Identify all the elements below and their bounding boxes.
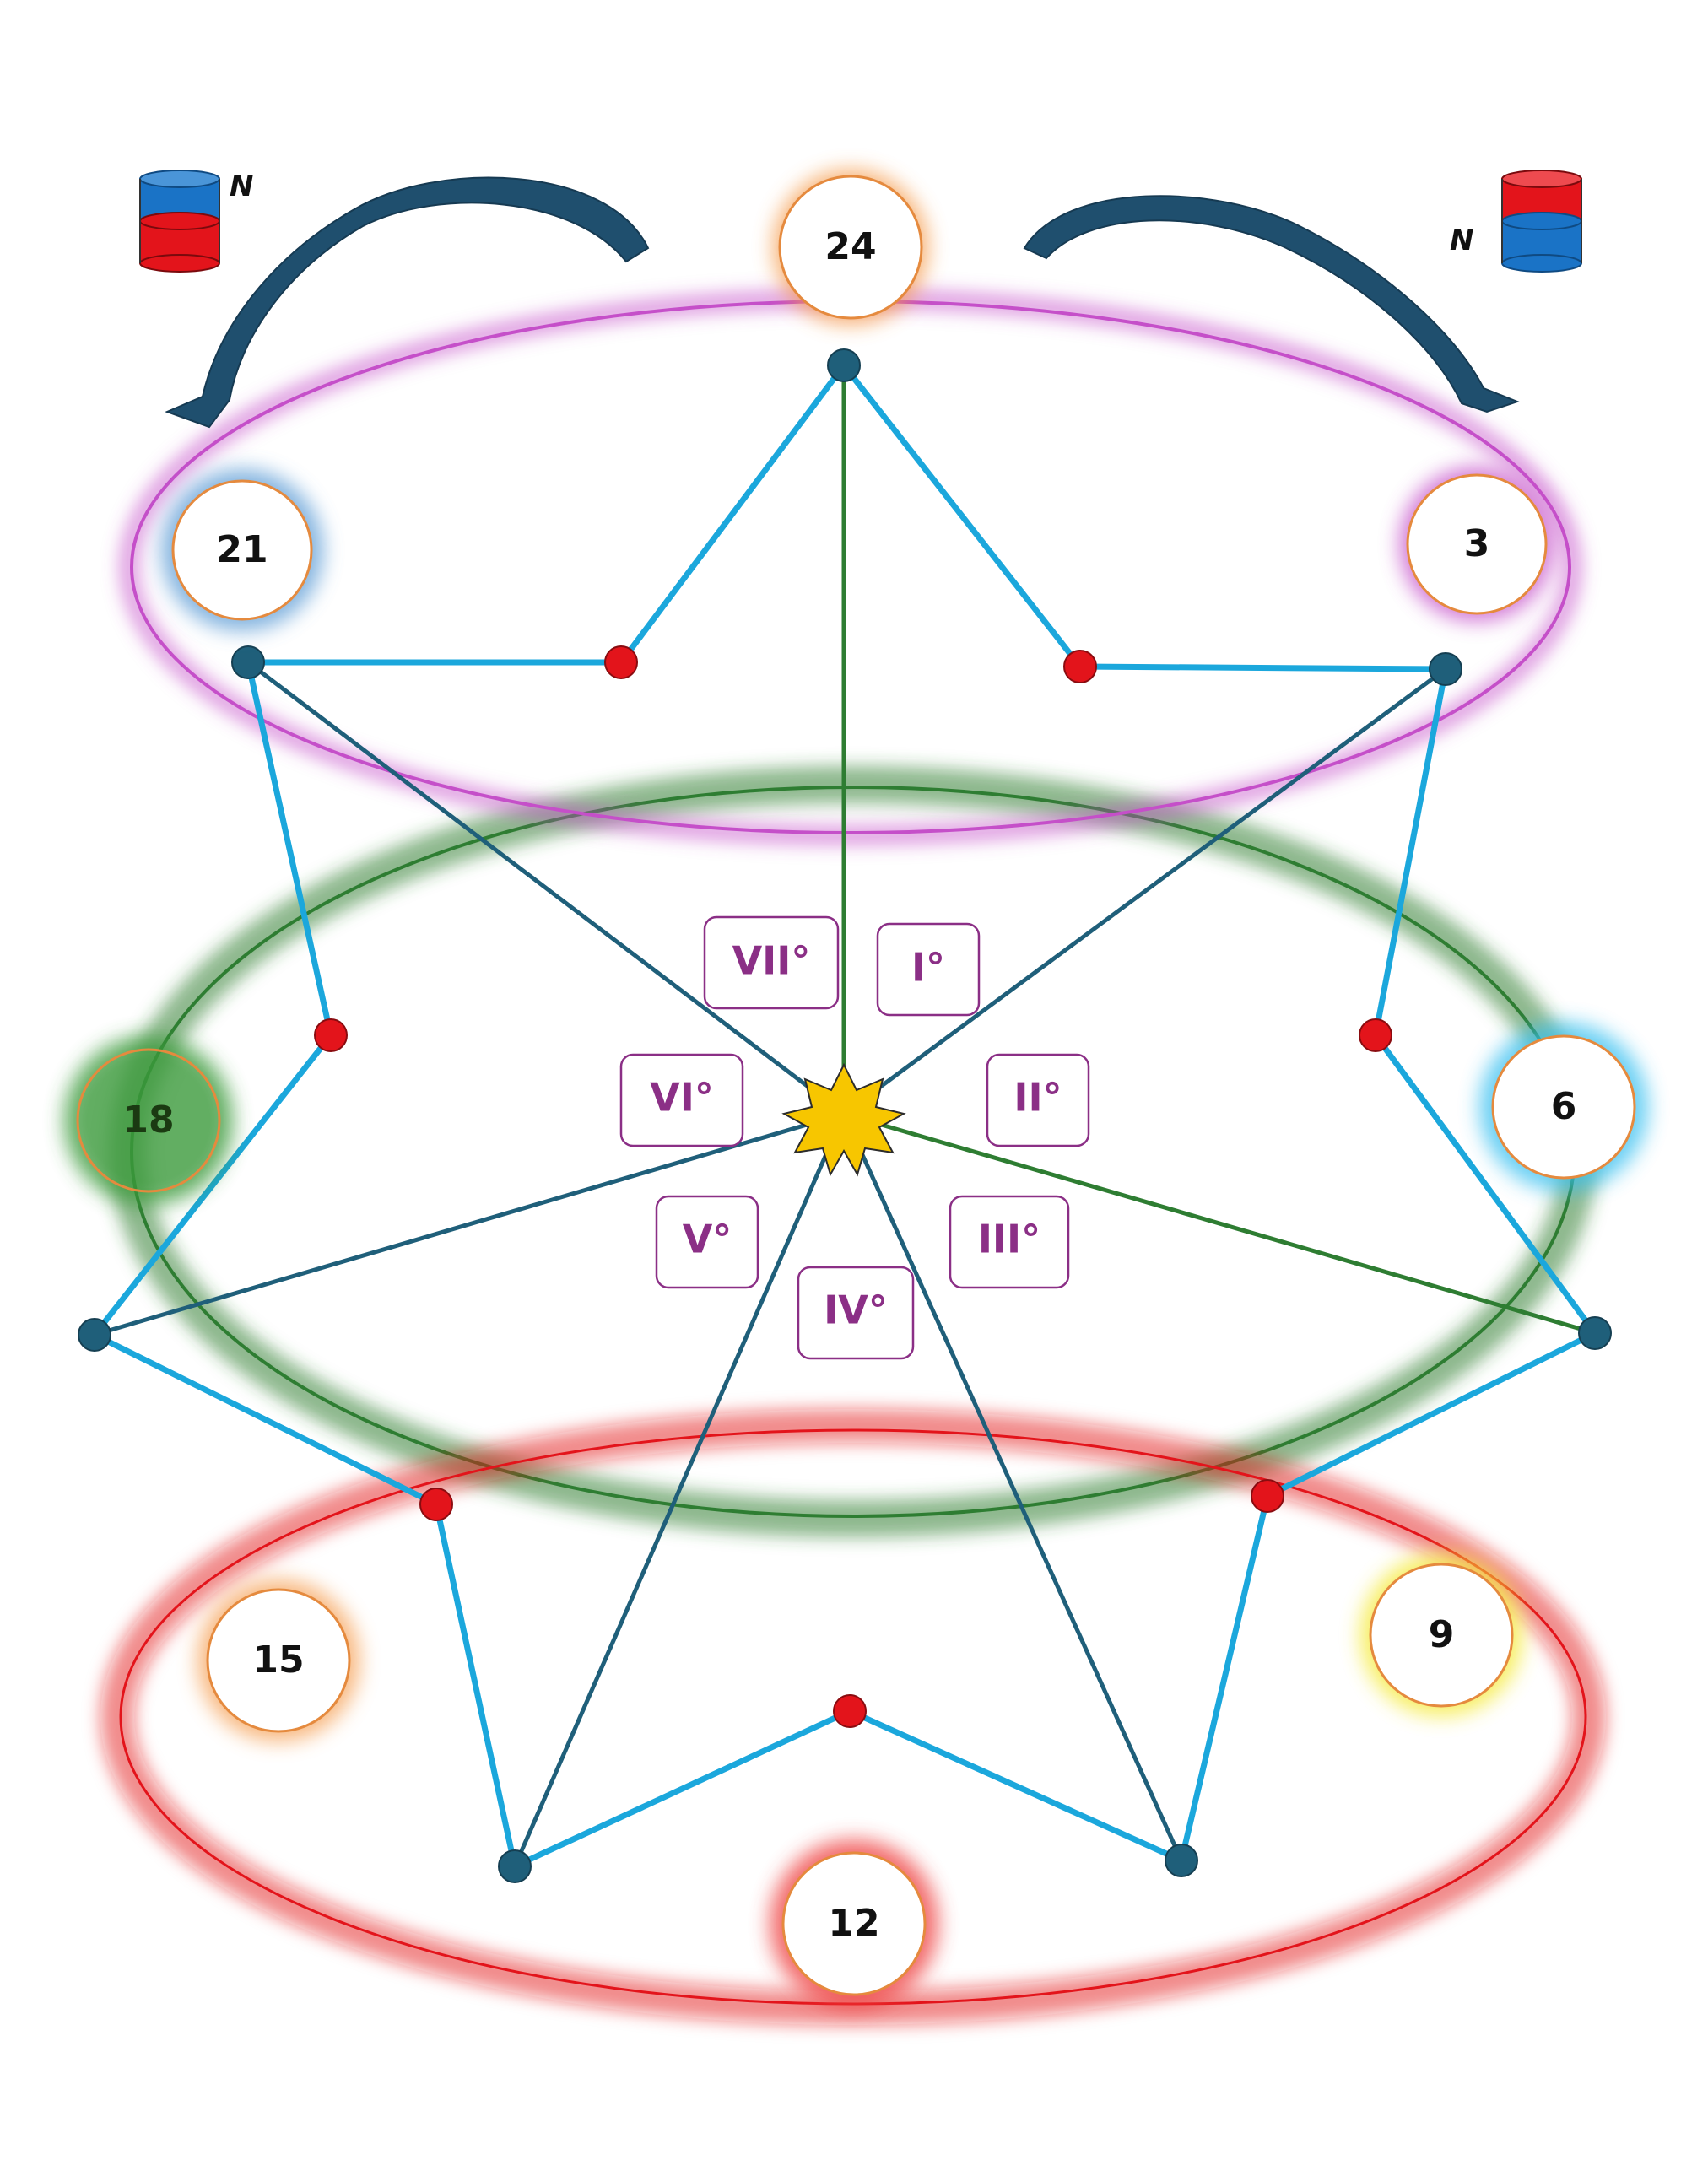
degree-labels: VII° I° VI° II° V° III° IV° — [619, 915, 1090, 1360]
spoke-lower-right — [841, 1112, 1184, 1862]
degree-label-i: I° — [876, 922, 981, 1017]
node-left — [78, 1318, 111, 1352]
node-red-6 — [419, 1488, 453, 1521]
svg-text:21: 21 — [216, 528, 268, 571]
svg-text:12: 12 — [828, 1902, 879, 1945]
number-badge-21: 21 — [161, 469, 323, 631]
node-lower-right — [1165, 1844, 1198, 1877]
node-right — [1578, 1316, 1612, 1350]
degree-label-iii: III° — [949, 1195, 1070, 1289]
svg-text:V°: V° — [683, 1217, 732, 1262]
left-magnet-label: N — [230, 170, 253, 203]
node-red-3 — [1359, 1018, 1392, 1052]
spoke-left — [94, 1111, 845, 1337]
svg-text:15: 15 — [252, 1639, 304, 1682]
right-magnet-label: N — [1450, 224, 1473, 257]
degree-label-vi: VI° — [619, 1053, 744, 1148]
node-lower-left — [498, 1850, 532, 1883]
spoke-upper-right — [842, 667, 1447, 1116]
number-badge-6: 6 — [1479, 1023, 1648, 1191]
node-top — [827, 348, 861, 382]
node-red-5 — [833, 1694, 867, 1728]
node-upper-left — [231, 645, 265, 679]
svg-text:6: 6 — [1551, 1085, 1577, 1128]
node-red-2 — [1063, 650, 1097, 683]
left-magnet-icon — [139, 170, 220, 273]
number-badge-9: 9 — [1360, 1554, 1522, 1716]
number-badge-3: 3 — [1399, 467, 1554, 622]
inner-spokes — [94, 365, 1596, 1868]
svg-text:9: 9 — [1429, 1613, 1455, 1656]
svg-text:IV°: IV° — [824, 1288, 888, 1333]
outer-nodes — [78, 348, 1612, 1883]
degree-label-iv: IV° — [797, 1266, 915, 1360]
center-star-icon — [781, 1062, 906, 1177]
node-upper-right — [1429, 652, 1462, 686]
svg-text:24: 24 — [824, 225, 876, 268]
number-badge-18: 18 — [64, 1036, 233, 1205]
left-rotation-arrow-icon — [165, 176, 650, 429]
spoke-right — [843, 1111, 1596, 1336]
node-red-4 — [1251, 1479, 1284, 1513]
right-rotation-arrow-icon — [1023, 195, 1520, 413]
spoke-lower-left — [512, 1112, 846, 1868]
degree-label-ii: II° — [986, 1053, 1090, 1148]
svg-text:II°: II° — [1013, 1075, 1062, 1120]
spoke-upper-left — [246, 661, 846, 1115]
svg-text:18: 18 — [122, 1099, 174, 1142]
svg-text:VII°: VII° — [732, 938, 811, 984]
node-red-7 — [314, 1018, 348, 1052]
svg-text:3: 3 — [1464, 522, 1490, 565]
degree-label-vii: VII° — [703, 915, 840, 1010]
svg-text:III°: III° — [978, 1217, 1040, 1262]
node-red-1 — [604, 645, 638, 679]
right-magnet-icon — [1501, 170, 1582, 273]
inner-nodes — [314, 645, 1392, 1728]
svg-text:I°: I° — [911, 945, 945, 991]
number-badge-15: 15 — [197, 1580, 359, 1742]
number-badge-24: 24 — [773, 170, 928, 325]
number-badge-12: 12 — [770, 1839, 938, 2008]
degree-label-v: V° — [655, 1195, 759, 1289]
svg-text:VI°: VI° — [650, 1075, 714, 1120]
